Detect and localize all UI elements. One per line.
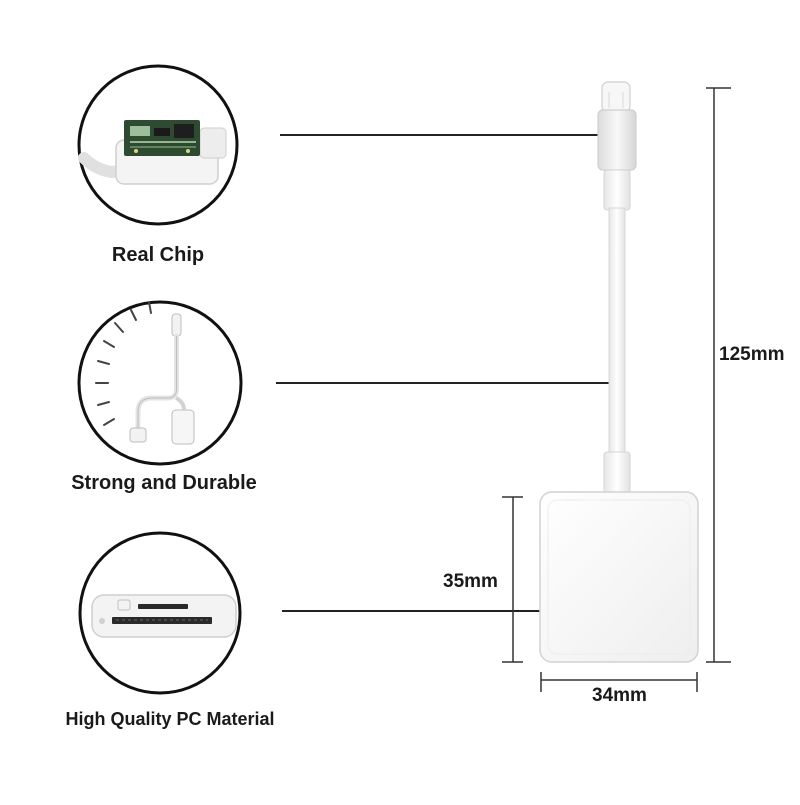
bend-gauge-icon	[95, 301, 152, 426]
dimension-body-width	[540, 672, 698, 692]
strain-relief-top	[603, 169, 631, 211]
lightning-plug	[597, 81, 637, 171]
bent-cable-icon	[129, 313, 195, 445]
feature-circle-pc-material	[78, 531, 242, 695]
feature-label-real-chip: Real Chip	[111, 244, 205, 266]
strain-relief-bottom	[603, 451, 631, 497]
dimension-label-body-width: 34mm	[592, 685, 647, 706]
adapter-product	[539, 81, 699, 663]
feature-label-strong-durable: Strong and Durable	[71, 472, 257, 494]
dimension-label-body-height: 35mm	[443, 571, 498, 592]
adapter-body	[539, 491, 699, 663]
dimension-label-total-length: 125mm	[719, 344, 785, 365]
feature-label-pc-material: High Quality PC Material	[65, 709, 275, 729]
dimension-body-height	[502, 496, 523, 663]
circle-border	[77, 300, 243, 466]
dimension-total-length	[706, 87, 731, 663]
feature-circle-real-chip	[77, 64, 239, 226]
feature-circle-strong-durable	[77, 300, 243, 466]
card-slot-closeup-icon	[91, 594, 237, 638]
cable	[608, 207, 626, 457]
chip-closeup-icon	[78, 120, 227, 185]
